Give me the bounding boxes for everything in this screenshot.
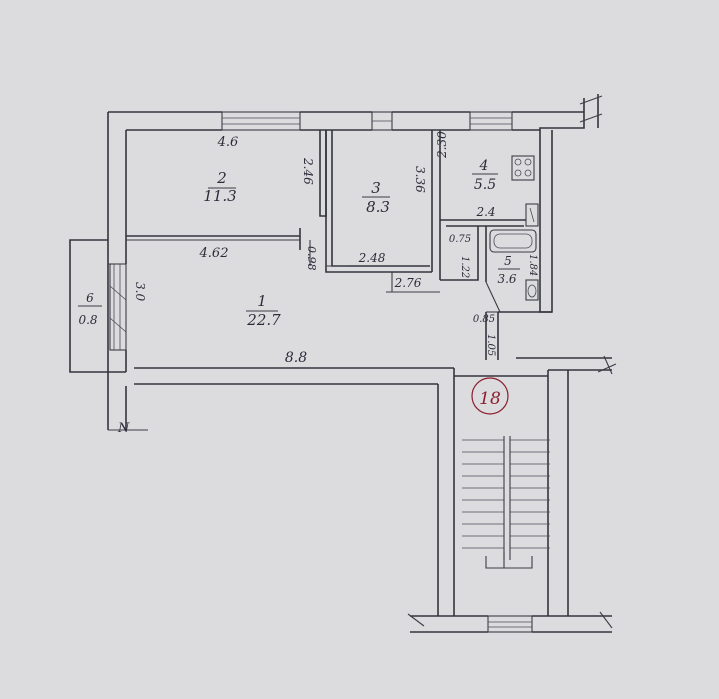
dimension-labels: 4.6 2.46 4.62 0.98 3.0 8.8 2.48 2.76 3.3…	[133, 131, 538, 366]
dim-room4-width: 2.4	[475, 205, 495, 219]
room-labels: 2 11.3 3 8.3 4 5.5 5 3.6 1 22.7 6 0.8	[78, 158, 520, 329]
window-room4	[469, 111, 513, 131]
room-1-number: 1	[257, 292, 267, 310]
dim-room4-depth: 2.30	[435, 131, 449, 159]
window-room2	[221, 111, 301, 131]
dim-room2-length: 4.6	[217, 135, 239, 150]
apartment-number: 18	[479, 389, 501, 409]
exterior-walls: N	[107, 94, 617, 436]
room-6-number: 6	[86, 291, 94, 305]
bathtub	[489, 229, 537, 253]
interior-walls	[126, 130, 539, 360]
room-5-number: 5	[504, 254, 512, 268]
dim-bath-wall-1: 1.22	[459, 256, 470, 278]
dim-room3-depth: 3.36	[413, 166, 427, 193]
dim-corridor-width: 0.75	[449, 234, 471, 245]
room-2-area: 11.3	[203, 187, 236, 205]
room-5-area: 3.6	[497, 272, 516, 286]
dim-room1-length: 8.8	[285, 350, 307, 366]
toilet	[525, 279, 539, 301]
room-3-area: 8.3	[366, 198, 390, 216]
dim-entrance-depth: 1.05	[485, 334, 496, 356]
axis-marker: N	[117, 421, 130, 436]
dim-room1-length-upper: 4.62	[199, 246, 229, 261]
dim-bath-wall-2: 1.84	[527, 254, 538, 276]
room-3-number: 3	[371, 179, 381, 197]
room-4-area: 5.5	[474, 177, 496, 193]
room-4-number: 4	[479, 158, 489, 174]
room-6-area: 0.8	[78, 313, 97, 327]
dim-room1-door-jamb: 0.98	[305, 246, 318, 271]
dim-room2-width: 2.46	[301, 157, 315, 185]
dim-room1-balcony-wall: 3.0	[133, 282, 147, 301]
stairwell	[407, 368, 613, 633]
apartment-number-mark: 18	[471, 377, 509, 415]
balcony	[69, 239, 127, 373]
kitchen-stove	[511, 155, 535, 181]
dim-room3-width-lower: 2.76	[394, 276, 422, 290]
dim-room3-width: 2.48	[358, 251, 386, 265]
dim-bath-side: 0.85	[473, 314, 495, 325]
room4-vent	[525, 203, 539, 227]
room-1-area: 22.7	[246, 311, 281, 329]
room-2-number: 2	[216, 169, 227, 187]
window-stairwell	[487, 615, 533, 633]
